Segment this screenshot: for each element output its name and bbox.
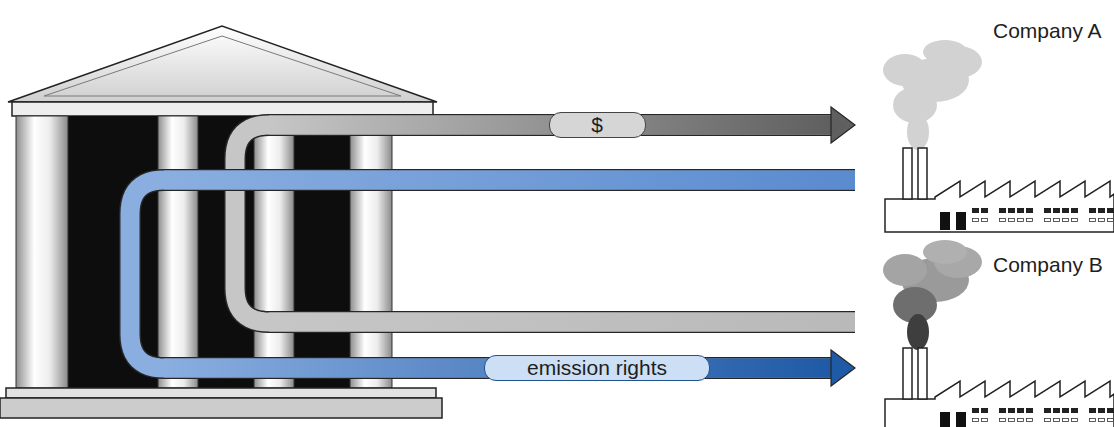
smoke-light-part — [883, 54, 927, 86]
smoke-dark-part — [923, 240, 967, 264]
band-outline — [235, 125, 855, 322]
exchange-building-part — [0, 398, 442, 418]
flow-label: emission rights — [484, 355, 710, 381]
smoke-light — [883, 40, 982, 150]
band-shade — [164, 171, 855, 190]
band-fill — [235, 125, 855, 322]
arrowhead — [831, 350, 855, 386]
band-outline — [130, 180, 855, 368]
exchange-building-part — [350, 116, 392, 388]
exchange-building-part — [44, 36, 401, 96]
factory — [885, 148, 1114, 232]
smoke-dark — [883, 240, 982, 350]
company-name: Company A — [993, 19, 1102, 43]
smoke-dark-part — [907, 314, 929, 350]
exchange-building-part — [6, 388, 436, 398]
band-shade — [269, 313, 855, 332]
company-name: Company B — [993, 253, 1103, 277]
flow-label: $ — [549, 112, 646, 138]
factory — [885, 348, 1114, 427]
exchange-building-part — [16, 116, 68, 388]
exchange-building-part — [12, 102, 433, 116]
exchange-building-part — [40, 116, 392, 388]
smoke-dark-part — [883, 254, 927, 286]
band-fill — [130, 180, 855, 368]
exchange-building-part — [158, 116, 198, 388]
exchange-building-part — [8, 26, 437, 102]
exchange-building-part — [254, 116, 294, 388]
smoke-light-part — [923, 40, 967, 64]
flow-band — [130, 180, 855, 386]
flow-band — [235, 107, 855, 322]
company-node: Company A — [855, 15, 1110, 230]
company-node: Company B — [855, 245, 1110, 427]
arrowhead — [831, 107, 855, 143]
